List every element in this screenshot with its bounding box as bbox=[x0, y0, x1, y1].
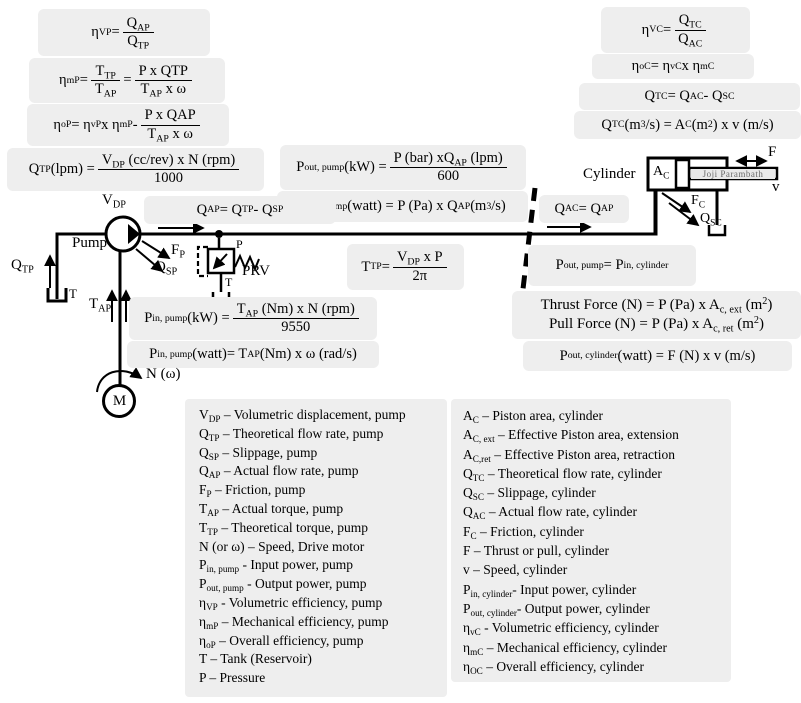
qsp-loss-arrow bbox=[135, 248, 164, 273]
legend-item: ηOC – Overall efficiency, cylinder bbox=[463, 658, 644, 677]
pump-icon bbox=[104, 215, 142, 253]
motor-label: M bbox=[112, 393, 127, 409]
qsp-label: QSP bbox=[155, 259, 178, 278]
legend-item: v – Speed, cylinder bbox=[463, 562, 568, 578]
fp-label: FP bbox=[171, 242, 186, 261]
section-separator-dashed-line bbox=[520, 187, 538, 290]
legend-item: QTP – Theoretical flow rate, pump bbox=[199, 425, 384, 443]
legend-item: Pin, cylinder- Input power, cylinder bbox=[463, 581, 637, 599]
legend-item: QTC – Theoretical flow rate, cylinder bbox=[463, 465, 662, 484]
ac-label: AC bbox=[653, 164, 670, 182]
legend-item: QAP – Actual flow rate, pump bbox=[199, 463, 359, 481]
author-watermark: Joji Parambath bbox=[691, 169, 775, 179]
legend-item: P – Pressure bbox=[199, 670, 266, 686]
tank-icon bbox=[707, 225, 727, 237]
legend-item: Pin, pump - Input power, pump bbox=[199, 557, 353, 575]
fc-loss-arrow bbox=[661, 192, 692, 214]
cylinder-label: Cylinder bbox=[583, 166, 636, 182]
qsc-label: QSC bbox=[700, 211, 722, 229]
prv-p-port-label: P bbox=[236, 237, 243, 251]
legend-item: Pout, cylinder- Output power, cylinder bbox=[463, 600, 650, 619]
n-omega-label: N (ω) bbox=[146, 366, 181, 382]
speed-v-label: v bbox=[772, 179, 780, 195]
tank-icon bbox=[46, 288, 68, 303]
legend-item: QSP – Slippage, pump bbox=[199, 444, 318, 462]
fp-loss-arrow bbox=[141, 240, 171, 259]
legend-item: T – Tank (Reservoir) bbox=[199, 651, 312, 667]
legend-item: QAC – Actual flow rate, cylinder bbox=[463, 504, 637, 522]
prv-t-port-label: T bbox=[225, 275, 233, 289]
qsc-loss-arrow bbox=[668, 202, 700, 227]
formula-thrust-pull: Thrust Force (N) = P (Pa) x Ac, ext (m2)… bbox=[512, 291, 801, 339]
legend-item: ηmP – Mechanical efficiency, pump bbox=[199, 613, 389, 631]
vdp-label: VDP bbox=[102, 192, 126, 211]
legend-item: F – Thrust or pull, cylinder bbox=[463, 543, 609, 559]
prv-label: PRV bbox=[242, 263, 270, 279]
legend-item: ηmC – Mechanical efficiency, cylinder bbox=[463, 639, 667, 657]
legend-item: ηoP – Overall efficiency, pump bbox=[199, 632, 364, 650]
qtp-label: QTP bbox=[11, 257, 34, 276]
tank-t-label: T bbox=[69, 286, 77, 301]
legend-item: FP – Friction, pump bbox=[199, 482, 306, 500]
prv-pilot-line bbox=[196, 245, 208, 278]
legend-item: N (or ω) – Speed, Drive motor bbox=[199, 538, 365, 554]
tap-label: TAP bbox=[89, 296, 112, 315]
legend-item: VDP – Volumetric displacement, pump bbox=[199, 407, 406, 425]
legend-item: AC,ret – Effective Piston area, retracti… bbox=[463, 446, 676, 464]
pull-force-line: Pull Force (N) = P (Pa) x Ac, ret (m2) bbox=[548, 314, 765, 335]
legend-item: TAP – Actual torque, pump bbox=[199, 500, 344, 519]
pump-label: Pump bbox=[72, 235, 108, 251]
suction-line bbox=[55, 232, 106, 299]
legend-item: AC, ext – Effective Piston area, extensi… bbox=[463, 427, 679, 445]
legend-item: Pout, pump - Output power, pump bbox=[199, 576, 367, 594]
prv-spring bbox=[234, 253, 260, 272]
legend-item: ηVP - Volumetric efficiency, pump bbox=[199, 594, 383, 613]
legend-item: AC – Piston area, cylinder bbox=[463, 408, 603, 426]
legend-item: TTP – Theoretical torque, pump bbox=[199, 519, 369, 537]
force-f-label: F bbox=[768, 144, 777, 160]
motor-icon bbox=[96, 367, 143, 418]
line-junction-dot bbox=[215, 230, 223, 238]
thrust-force-line: Thrust Force (N) = P (Pa) x Ac, ext (m2) bbox=[540, 296, 773, 316]
legend-item: FC – Friction, cylinder bbox=[463, 523, 584, 541]
fc-label: FC bbox=[691, 193, 706, 211]
piston bbox=[674, 158, 691, 190]
legend-item: QSC – Slippage, cylinder bbox=[463, 485, 596, 503]
legend-item: ηvC - Volumetric efficiency, cylinder bbox=[463, 620, 659, 638]
